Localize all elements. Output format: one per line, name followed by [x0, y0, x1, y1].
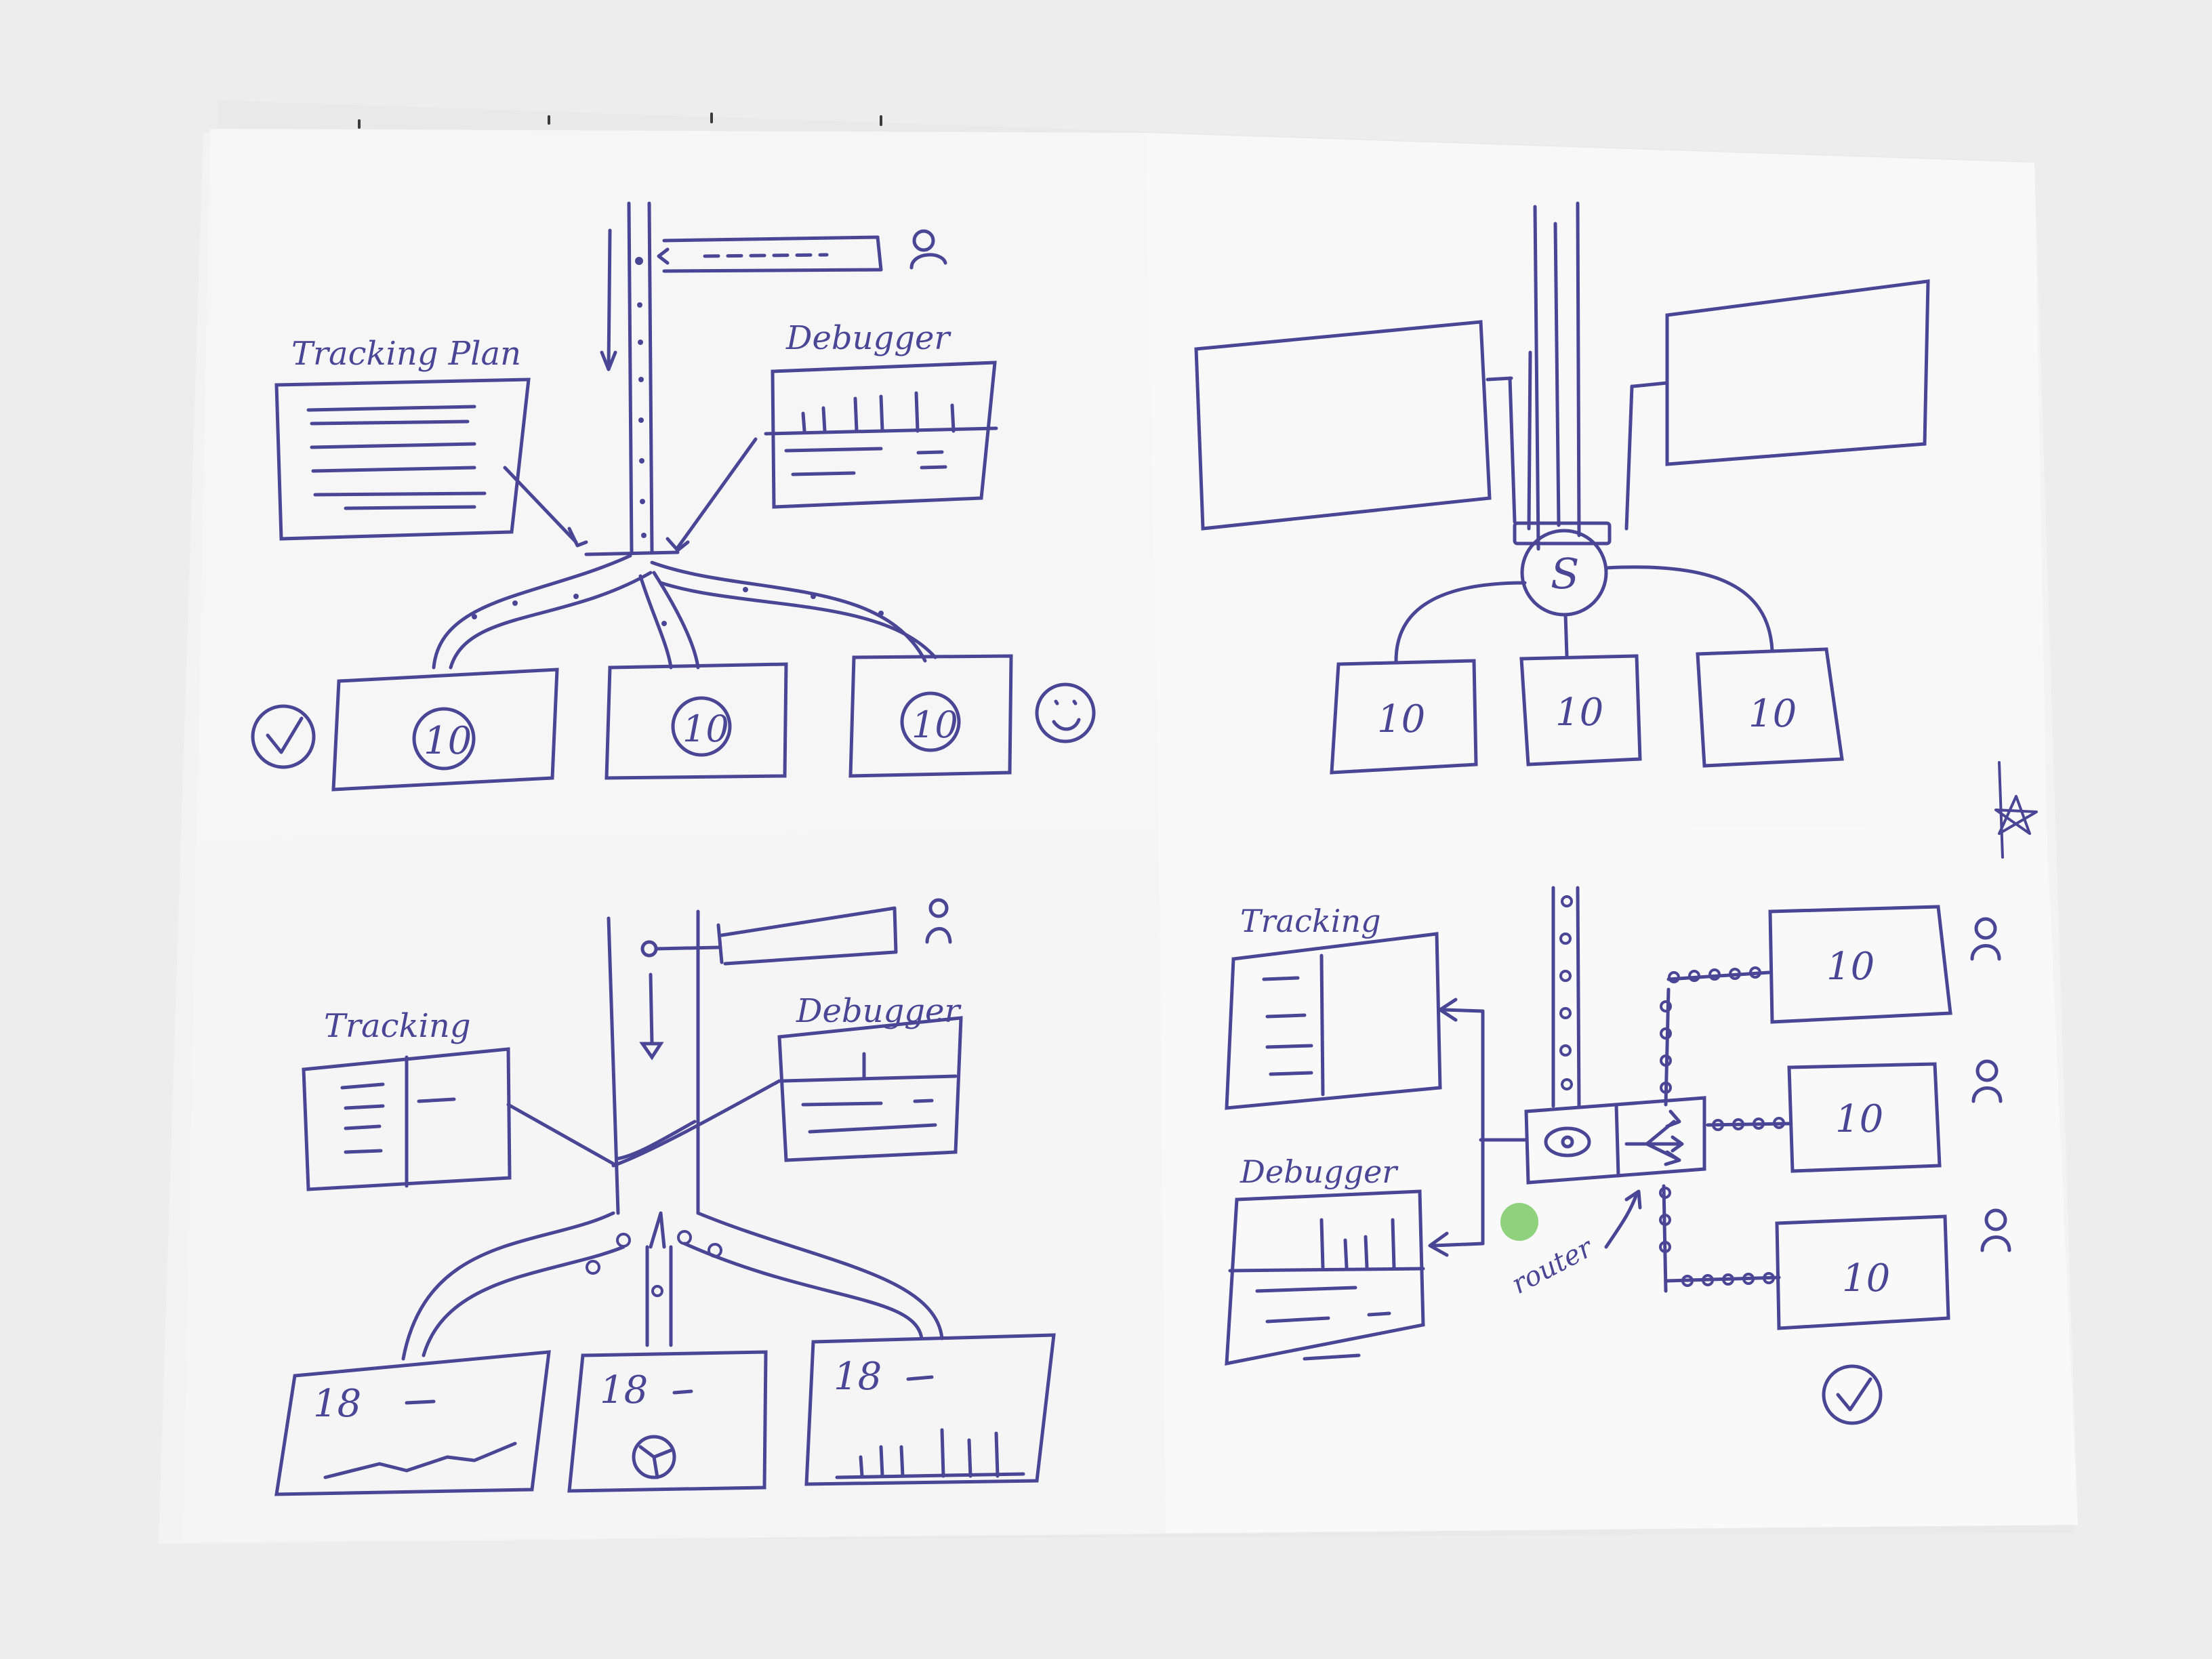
destination-box-3: 10	[848, 654, 1013, 778]
user-icon	[909, 229, 947, 270]
panel-top-right: S 10 10 10	[1194, 201, 2038, 859]
pipe-dots	[635, 257, 647, 538]
panel-box-left	[1194, 320, 1492, 531]
panel-top-left: Tracking Plan Debugger	[251, 201, 1096, 792]
debugger-label: Debugger	[1240, 1153, 1399, 1190]
destination-label-1: 10	[1826, 945, 1875, 989]
check-circle-icon	[1822, 1364, 1883, 1425]
destination-label-2: 18	[600, 1368, 648, 1412]
panel-bottom-right: Tracking Debugger	[1225, 886, 2011, 1425]
tracking-label: Tracking	[1240, 903, 1381, 939]
destination-label-3: 10	[1842, 1256, 1890, 1300]
destination-box-3: 18	[804, 1333, 1056, 1486]
user-icon-1	[1970, 917, 2001, 961]
user-icon	[925, 898, 952, 944]
destination-box-3: 10	[1775, 1214, 1950, 1330]
smiley-icon	[1035, 682, 1096, 743]
fork-arrows-icon	[1624, 1109, 1684, 1166]
tracking-plan-box	[274, 377, 531, 541]
debugger-box	[764, 361, 998, 509]
destination-box-2: 10	[1519, 654, 1642, 766]
destination-box-2: 10	[605, 662, 788, 780]
tracking-box	[1225, 932, 1442, 1110]
destination-label-1: 10	[1377, 697, 1425, 741]
router-box	[1524, 1096, 1706, 1185]
eye-icon	[1544, 1126, 1591, 1158]
tracking-plan-label: Tracking Plan	[291, 335, 521, 373]
destination-box-3: 10	[1696, 647, 1844, 768]
branch-left	[432, 554, 653, 670]
branch-right	[650, 560, 937, 663]
user-icon-2	[1971, 1059, 2003, 1103]
destination-box-1: 10	[331, 668, 559, 792]
input-bar	[657, 235, 883, 273]
paper	[159, 100, 2078, 1544]
destination-label-3: 10	[1748, 692, 1797, 736]
destination-box-2: 18	[567, 1350, 768, 1493]
destination-label-1: 10	[424, 719, 472, 763]
tracking-box	[302, 1047, 512, 1191]
destination-box-1: 10	[1768, 905, 1952, 1024]
destination-label-1: 18	[313, 1382, 361, 1426]
destination-label-2: 10	[1835, 1097, 1883, 1141]
panel-bottom-left: Tracking Debugger	[274, 898, 1056, 1496]
destination-label-3: 10	[912, 703, 958, 746]
green-dot	[1500, 1203, 1538, 1241]
destination-label-2: 10	[1555, 691, 1603, 735]
hub-label: S	[1551, 549, 1579, 598]
check-circle-icon	[251, 704, 316, 769]
debugger-label: Debugger	[785, 319, 951, 357]
input-bar	[716, 906, 898, 966]
debugger-label: Debugger	[796, 992, 962, 1030]
destination-box-2: 10	[1787, 1062, 1942, 1173]
debugger-box	[1225, 1189, 1425, 1366]
star-icon	[1994, 761, 2038, 859]
panel-box-right	[1665, 279, 1930, 466]
tracking-label: Tracking	[324, 1007, 471, 1045]
branch-middle	[638, 571, 700, 670]
destination-box-1: 10	[1330, 659, 1478, 775]
destination-label-2: 10	[682, 708, 729, 750]
destination-box-1: 18	[274, 1350, 551, 1496]
user-icon-3	[1980, 1208, 2011, 1252]
debugger-box	[777, 1016, 963, 1162]
destination-label-3: 18	[834, 1355, 882, 1399]
